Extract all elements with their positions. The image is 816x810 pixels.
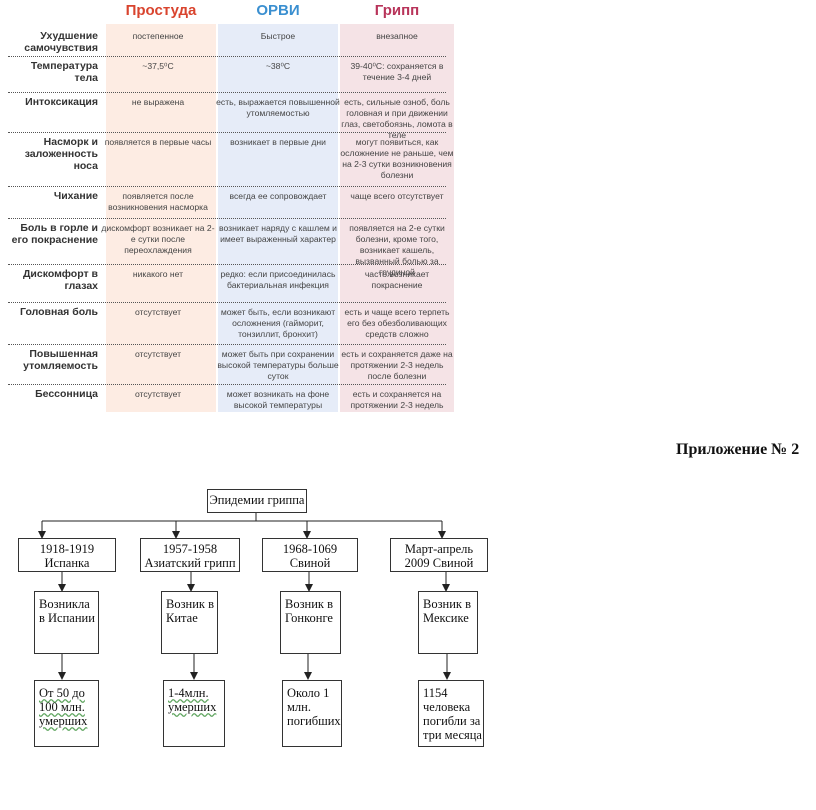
cell-cold: дискомфорт возникает на 2-е сутки после …	[101, 223, 215, 255]
row-divider	[8, 302, 446, 303]
deaths-box: 1-4млн. умерших	[163, 680, 225, 747]
row-divider	[8, 218, 446, 219]
row-label: Насморк и заложенность носа	[24, 136, 98, 172]
table-row: Интоксикация не выражена есть, выражаетс…	[8, 92, 453, 140]
cell-cold: отсутствует	[134, 307, 182, 317]
cell-flu: могут появиться, как осложнение не раньш…	[340, 137, 454, 180]
row-label: Дискомфорт в глазах	[22, 268, 98, 292]
epidemic-name: 2009 Свиной	[404, 556, 474, 570]
cell-arvi: ~38⁰С	[265, 61, 291, 71]
deaths-box: Около 1 млн. погибших	[282, 680, 342, 747]
header-arvi: ОРВИ	[218, 0, 338, 24]
row-divider	[8, 56, 446, 57]
epidemic-name: Азиатский грипп	[144, 556, 236, 570]
cell-cold: появляется в первые часы	[104, 137, 212, 147]
origin-box: Возник в Гонконге	[280, 591, 341, 654]
origin-box: Возник в Китае	[161, 591, 218, 654]
diagram-connectors	[38, 513, 451, 680]
row-label: Ухудшение самочувствия	[24, 30, 98, 54]
epidemic-box-asian: 1957-1958 Азиатский грипп	[140, 538, 240, 572]
cell-arvi: может возникать на фоне высокой температ…	[226, 389, 330, 410]
cell-cold: постепенное	[132, 31, 184, 41]
cell-flu: внезапное	[376, 31, 418, 41]
appendix-title: Приложение № 2	[676, 441, 800, 458]
cell-flu: чаще всего отсутствует	[350, 191, 444, 201]
epidemic-period: 1918-1919	[39, 542, 95, 556]
arvi-column-bg	[218, 0, 338, 412]
cell-arvi: возникает наряду с кашлем и имеет выраже…	[219, 223, 337, 244]
deaths-text: 1-4млн. умерших	[168, 686, 217, 714]
deaths-box: 1154 человека погибли за три месяца	[418, 680, 484, 747]
row-label: Головная боль	[20, 306, 98, 318]
row-divider	[8, 92, 446, 93]
cell-cold: отсутствует	[134, 349, 182, 359]
row-label: Повышенная утомляемость	[23, 348, 98, 372]
cell-cold: отсутствует	[134, 389, 182, 399]
cell-arvi: возникает в первые дни	[230, 137, 326, 147]
cell-arvi: может быть при сохранении высокой темпер…	[217, 349, 339, 381]
table-row: Насморк и заложенность носа появляется в…	[8, 132, 454, 186]
deaths-text: От 50 до 100 млн. умерших	[39, 686, 88, 728]
cell-arvi: редко: если присоединилась бактериальная…	[220, 269, 336, 290]
epidemic-name: Испанка	[44, 556, 90, 570]
cell-flu: 39-40⁰С: сохраняется в течение 3-4 дней	[350, 61, 444, 82]
row-divider	[8, 132, 446, 133]
epidemic-box-spanish: 1918-1919 Испанка	[18, 538, 116, 572]
flu-epidemics-diagram: Эпидемии гриппа 1918-1919 Испанка 1957-1…	[0, 480, 816, 810]
symptom-comparison-table: Простуда ОРВИ Грипп Ухудшение самочувств…	[8, 0, 454, 412]
table-row: Дискомфорт в глазах никакого нет редко: …	[8, 264, 446, 302]
row-divider	[8, 344, 446, 345]
table-row: Боль в горле и его покраснение дискомфор…	[8, 218, 446, 277]
epidemic-period: 1968-1069	[282, 542, 338, 556]
epidemic-box-hongkong: 1968-1069 Свиной	[262, 538, 358, 572]
header-flu: Грипп	[340, 0, 454, 24]
cell-flu: есть и чаще всего терпеть его без обезбо…	[344, 307, 450, 339]
deaths-box: От 50 до 100 млн. умерших	[34, 680, 99, 747]
row-label: Температура тела	[30, 60, 98, 84]
table-row: Ухудшение самочувствия постепенное Быстр…	[8, 26, 446, 56]
row-label: Чихание	[53, 190, 98, 202]
epidemic-period: Март-апрель	[404, 542, 474, 556]
cell-arvi: может быть, если возникают осложнения (г…	[220, 307, 336, 339]
table-row: Чихание появляется после возникновения н…	[8, 186, 446, 218]
table-row: Головная боль отсутствует может быть, ес…	[8, 302, 450, 344]
origin-box: Возник в Мексике	[418, 591, 478, 654]
row-label: Бессонница	[35, 388, 98, 400]
epidemic-name: Свиной	[289, 556, 331, 570]
cell-flu: есть, сильные озноб, боль головная и при…	[341, 97, 453, 140]
cell-arvi: Быстрое	[260, 31, 296, 41]
row-divider	[8, 384, 446, 385]
cell-cold: не выражена	[131, 97, 185, 107]
cold-column-bg	[106, 0, 216, 412]
cell-arvi: всегда ее сопровождает	[229, 191, 327, 201]
row-divider	[8, 264, 446, 265]
root-box: Эпидемии гриппа	[207, 489, 307, 513]
cell-cold: появляется после возникновения насморка	[108, 191, 208, 212]
cell-cold: ~37,5⁰С	[142, 61, 174, 71]
epidemic-period: 1957-1958	[162, 542, 218, 556]
row-label: Интоксикация	[25, 96, 98, 108]
flu-column-bg	[340, 0, 454, 412]
cell-arvi: есть, выражается повышенной утомляемость…	[216, 97, 340, 118]
cell-flu: есть и сохраняется на протяжении 2-3 нед…	[350, 389, 444, 410]
cell-flu: появляется на 2-е сутки болезни, кроме т…	[349, 223, 445, 277]
origin-box: Возникла в Испании	[34, 591, 99, 654]
row-divider	[8, 186, 446, 187]
cell-flu: есть и сохраняется даже на протяжении 2-…	[341, 349, 453, 381]
table-row: Температура тела ~37,5⁰С ~38⁰С 39-40⁰С: …	[8, 56, 446, 92]
header-cold: Простуда	[106, 0, 216, 24]
cell-flu: часто возникает покраснение	[364, 269, 430, 290]
cell-cold: никакого нет	[132, 269, 184, 279]
epidemic-box-2009: Март-апрель 2009 Свиной	[390, 538, 488, 572]
row-label: Боль в горле и его покраснение	[11, 222, 98, 246]
table-row: Повышенная утомляемость отсутствует може…	[8, 344, 453, 384]
table-row: Бессонница отсутствует может возникать н…	[8, 384, 446, 412]
